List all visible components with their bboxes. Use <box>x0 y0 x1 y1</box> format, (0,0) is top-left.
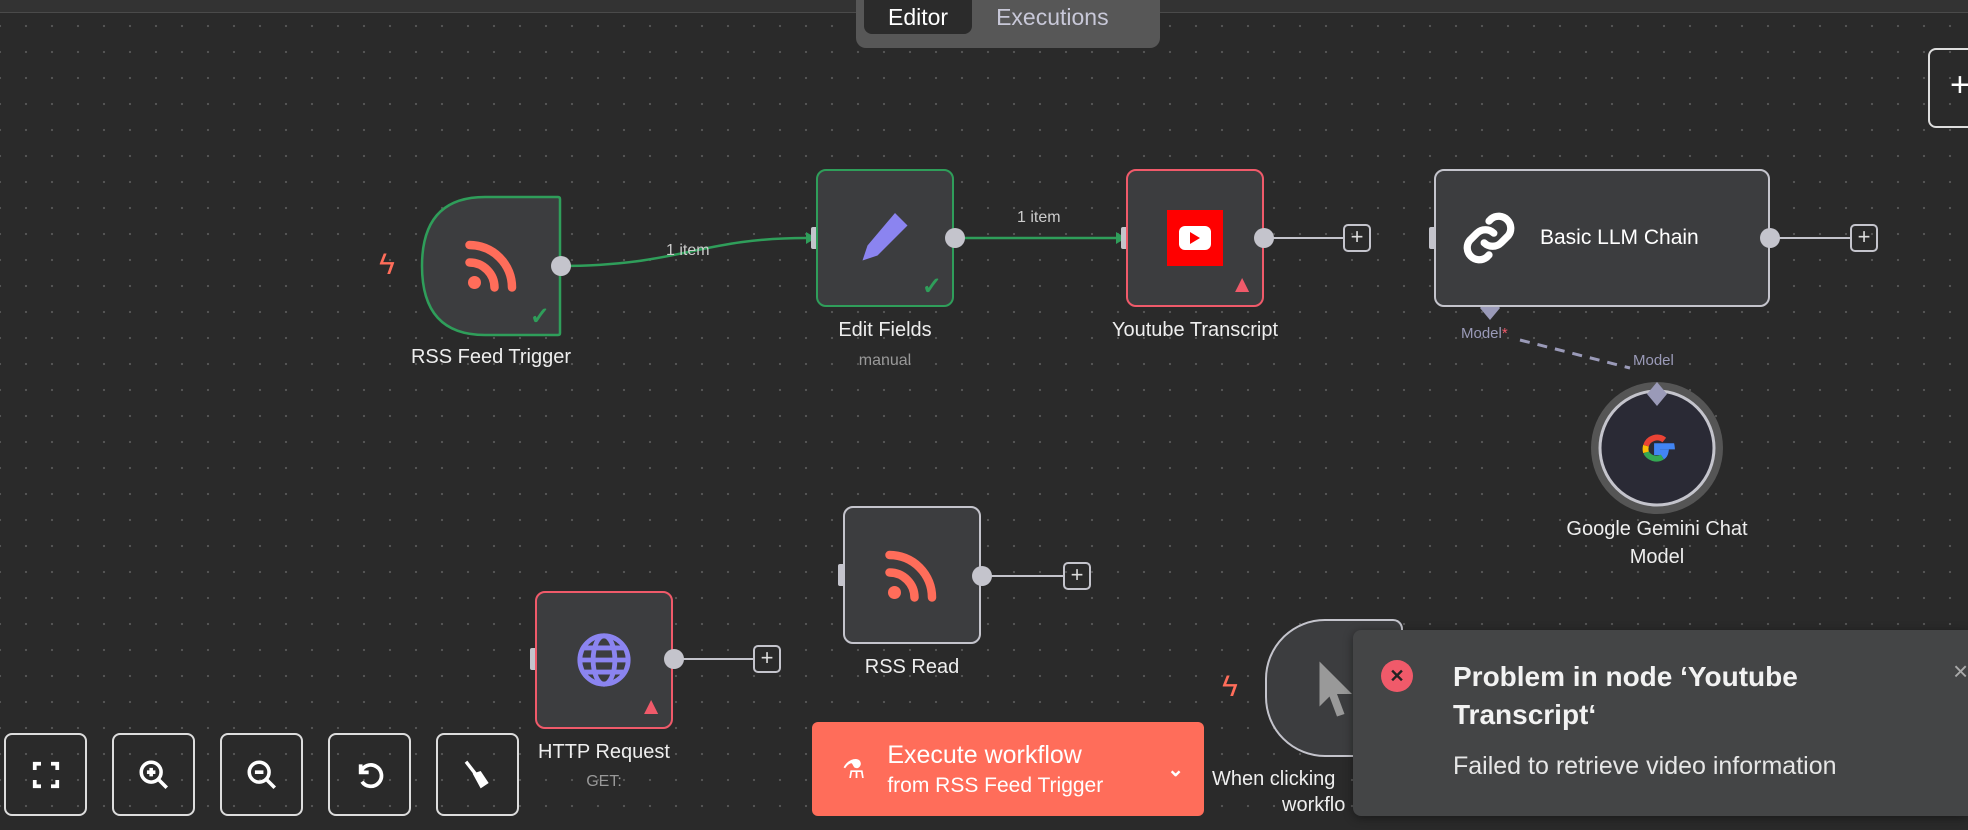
rss-icon <box>465 240 517 292</box>
rss-feed-trigger-node[interactable]: ✓ <box>422 197 560 335</box>
link-chain-icon <box>1463 212 1515 264</box>
connection-model <box>1519 338 1631 370</box>
undo-icon <box>358 762 383 788</box>
google-gemini-node[interactable] <box>1600 392 1714 506</box>
execute-workflow-button[interactable]: ⚗ Execute workflow from RSS Feed Trigger… <box>812 722 1204 816</box>
node-label: Edit Fields <box>838 319 932 341</box>
add-next-node-button[interactable]: + <box>1063 562 1091 590</box>
connection-label: 1 item <box>1017 209 1061 226</box>
rss-read-node[interactable] <box>843 506 981 644</box>
add-next-node-button[interactable]: + <box>1343 224 1371 252</box>
node-label: RSS Read <box>864 656 960 678</box>
pencil-icon <box>862 213 908 261</box>
execute-sub: from RSS Feed Trigger <box>887 773 1104 797</box>
chevron-down-icon[interactable]: ⌄ <box>1167 758 1184 781</box>
trigger-bolt-icon: ϟ <box>379 248 395 281</box>
tab-editor[interactable]: Editor <box>864 0 973 34</box>
google-g-icon <box>1642 434 1675 462</box>
edit-fields-node[interactable]: ✓ <box>816 169 954 307</box>
broom-icon <box>464 760 489 788</box>
zoom-in-icon <box>138 759 168 789</box>
success-check-icon: ✓ <box>529 303 550 330</box>
output-port[interactable] <box>972 566 992 586</box>
output-port[interactable] <box>664 649 684 669</box>
node-label: workflo <box>1282 794 1346 816</box>
fit-view-button[interactable] <box>4 733 87 816</box>
http-request-node[interactable]: ▲ <box>535 591 673 729</box>
zoom-in-button[interactable] <box>112 733 195 816</box>
node-subtitle: GET: <box>586 773 622 790</box>
warning-icon: ▲ <box>639 693 663 720</box>
add-next-node-button[interactable]: + <box>753 645 781 673</box>
node-subtitle: manual <box>858 352 912 369</box>
required-mark: * <box>1501 325 1508 342</box>
tab-executions[interactable]: Executions <box>996 3 1109 30</box>
fit-view-icon <box>32 761 59 788</box>
model-output-diamond <box>1647 382 1667 406</box>
error-toast: ✕ Problem in node ‘Youtube Transcript‘ F… <box>1353 630 1968 816</box>
basic-llm-chain-node[interactable]: Basic LLM Chain <box>1434 169 1770 307</box>
warning-icon: ▲ <box>1230 271 1254 298</box>
cursor-icon <box>1319 661 1352 717</box>
toast-title: Problem in node ‘Youtube Transcript‘ <box>1453 661 1798 730</box>
node-label: HTTP Request <box>538 741 670 763</box>
youtube-icon <box>1167 210 1223 266</box>
rss-icon <box>885 550 937 602</box>
zoom-out-button[interactable] <box>220 733 303 816</box>
node-label: Google Gemini Chat Model <box>1566 518 1748 568</box>
tidy-up-button[interactable] <box>436 733 519 816</box>
node-label: Youtube Transcript <box>1111 319 1279 341</box>
output-port[interactable] <box>551 256 571 276</box>
connection-rss-edit <box>559 236 807 268</box>
rss-trigger-shape <box>420 195 562 337</box>
output-port[interactable] <box>1254 228 1274 248</box>
node-label: Basic LLM Chain <box>1540 226 1699 249</box>
toast-message: Failed to retrieve video information <box>1453 752 1837 780</box>
close-icon[interactable]: × <box>1953 656 1968 686</box>
add-node-button[interactable]: + <box>1928 48 1968 128</box>
success-check-icon: ✓ <box>921 273 942 300</box>
add-next-node-button[interactable]: + <box>1850 224 1878 252</box>
output-port[interactable] <box>945 228 965 248</box>
flask-icon: ⚗ <box>842 753 866 784</box>
zoom-out-icon <box>246 759 276 789</box>
node-label: RSS Feed Trigger <box>410 346 572 368</box>
model-input-label: Model* <box>1461 325 1508 342</box>
node-label: When clicking <box>1212 768 1336 790</box>
youtube-transcript-node[interactable]: ▲ <box>1126 169 1264 307</box>
error-icon: ✕ <box>1381 660 1413 692</box>
output-port[interactable] <box>1760 228 1780 248</box>
model-label: Model <box>1461 325 1502 342</box>
connection-label: 1 item <box>666 242 710 259</box>
globe-icon <box>577 633 631 687</box>
execute-label: Execute workflow <box>887 740 1082 769</box>
view-tabs: Editor Executions <box>856 0 1160 48</box>
gemini-output-label: Model <box>1633 352 1674 369</box>
reset-zoom-button[interactable] <box>328 733 411 816</box>
trigger-bolt-icon: ϟ <box>1222 670 1238 703</box>
